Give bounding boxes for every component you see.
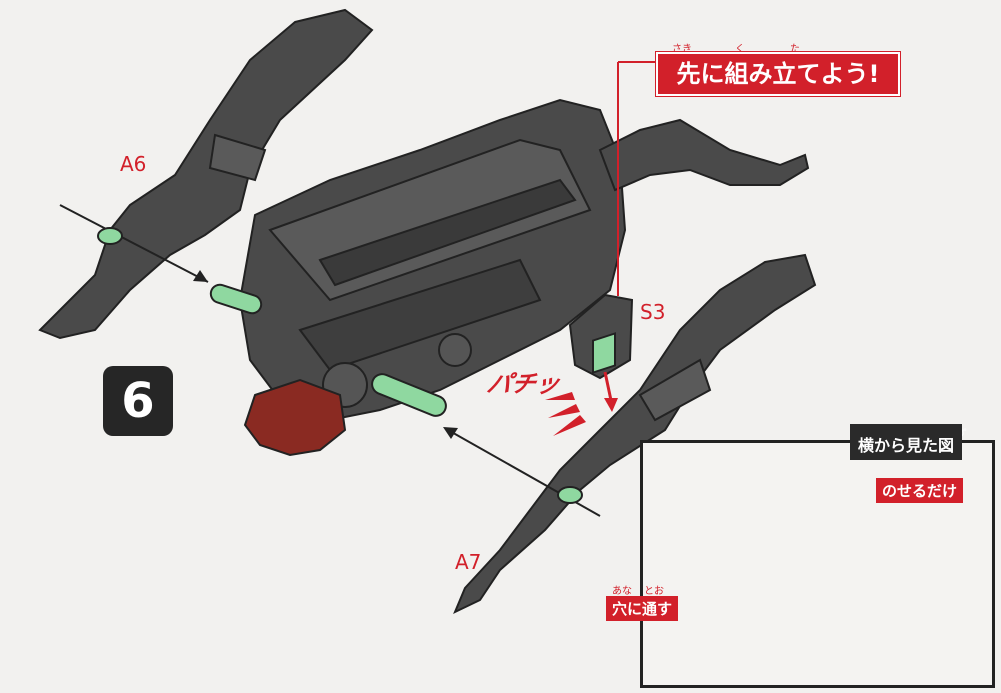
label-s3: S3	[640, 300, 666, 324]
snap-arrowhead	[604, 398, 618, 412]
ruby-saki: さき	[672, 44, 692, 55]
label-a7: A7	[455, 550, 482, 574]
arrowhead-a6	[193, 270, 208, 282]
pin-left	[209, 283, 263, 315]
leg-a7	[453, 253, 817, 615]
ruby-ana: あな	[612, 586, 632, 597]
assembly-arrow-a6	[59, 204, 209, 283]
part-s3	[568, 293, 634, 380]
inset-ruby-zu: ず	[958, 429, 968, 439]
label-a6: A6	[120, 152, 147, 176]
through-hole-callout: 穴に通す	[606, 596, 679, 621]
pin-right	[371, 373, 447, 417]
main-body	[238, 98, 627, 422]
ruby-ta: た	[790, 44, 800, 55]
step-number-badge: 6	[103, 366, 173, 436]
pin-hole-a6	[97, 227, 123, 245]
leg-a6	[38, 8, 374, 340]
head-part	[243, 378, 347, 457]
snap-sound-effect: パチッ	[484, 370, 563, 398]
ruby-ku: く	[735, 44, 745, 55]
assemble-first-callout: 先に組み立てよう!	[656, 52, 900, 96]
ruby-too: とお	[644, 586, 664, 597]
tail	[598, 118, 810, 192]
arrowhead-a7	[443, 427, 458, 439]
sound-lines	[545, 392, 586, 436]
side-view-title: 横から見た図	[850, 424, 963, 460]
pin-hole-a7	[557, 486, 583, 504]
place-only-callout: のせるだけ	[876, 478, 964, 503]
